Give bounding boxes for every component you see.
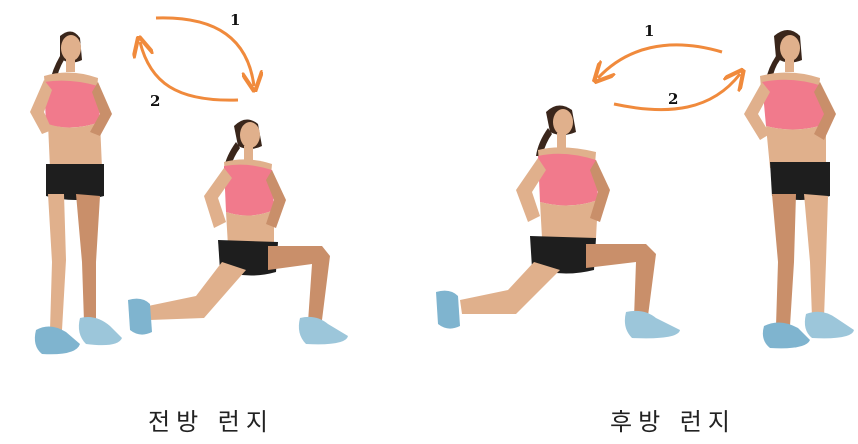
standing-figure-right [744,30,854,348]
step-1-label-right: 1 [644,22,654,40]
arrow-step-1-right [598,45,722,78]
step-2-label-left: 2 [150,92,160,110]
forward-lunge-panel: 1 2 [30,11,348,354]
backward-lunge-caption: 후방 런지 [610,402,736,437]
forward-lunge-caption: 전방 런지 [148,402,274,437]
lunge-figure-right [436,105,680,338]
lunge-figure-left [128,119,348,344]
standing-figure-left [30,31,122,354]
step-2-label-right: 2 [668,90,678,108]
backward-lunge-panel: 1 2 [436,22,854,348]
step-1-label-left: 1 [230,11,240,29]
